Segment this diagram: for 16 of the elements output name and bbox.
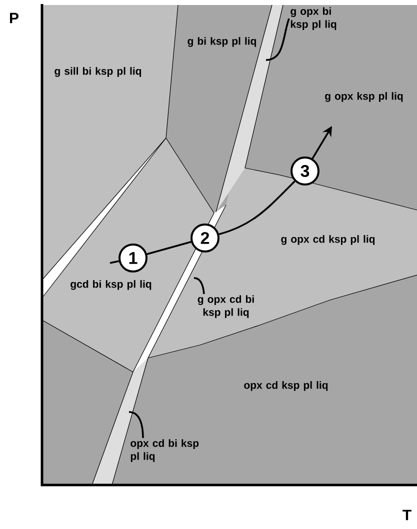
field-label: opx cd bi ksp pl liq [130, 439, 199, 462]
axis-label: P [10, 12, 18, 24]
path-line [218, 180, 296, 236]
field-label: g opx ksp pl liq [325, 92, 403, 102]
field-label: g bi ksp pl liq [188, 37, 256, 47]
field-label: opx cd ksp pl liq [244, 381, 328, 391]
field-label: g opx cd ksp pl liq [281, 235, 375, 245]
path-line [110, 260, 120, 264]
field-label: g sill bi ksp pl liq [54, 67, 142, 77]
leader-line [266, 18, 290, 61]
field-label: g opx bi ksp pl liq [290, 7, 336, 30]
field-label: g opx cd bi ksp pl liq [198, 295, 254, 318]
path-line [146, 241, 192, 255]
axis-label: T [402, 510, 412, 520]
leader-line [128, 411, 144, 438]
leader-line [194, 277, 205, 294]
